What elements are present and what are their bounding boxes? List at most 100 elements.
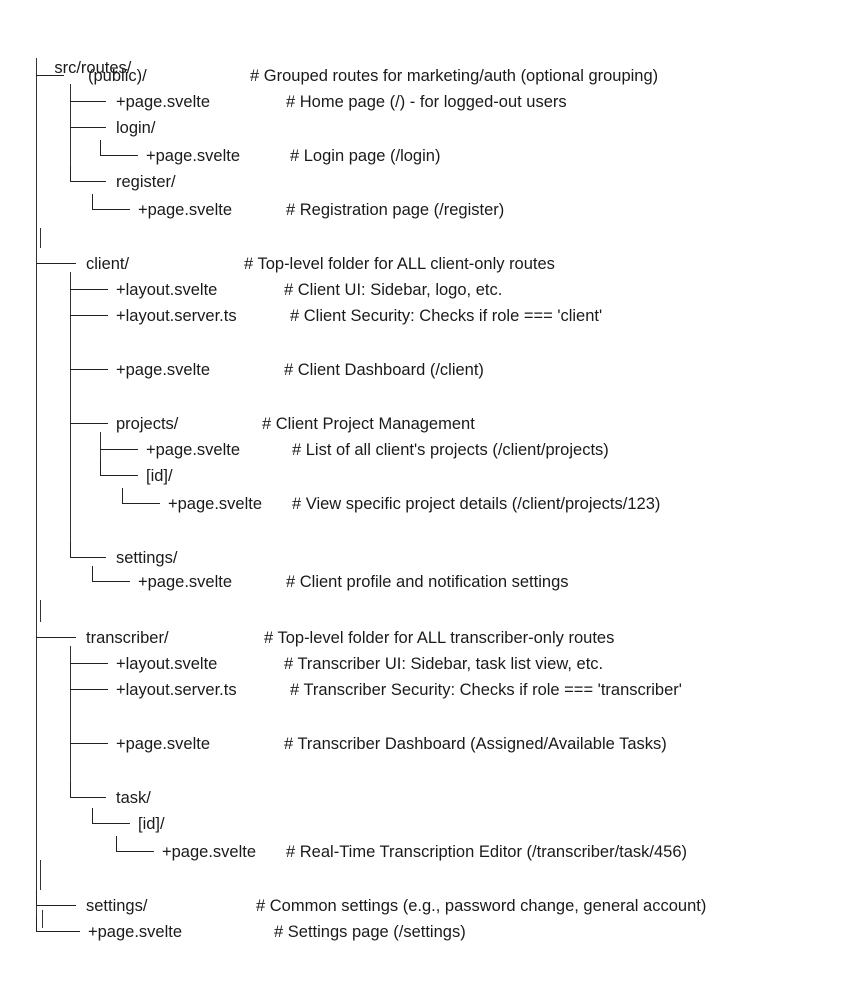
tree-branch-connector — [36, 75, 64, 77]
tree-corner-connector — [70, 782, 72, 798]
tree-guide-stub — [40, 228, 42, 248]
tree-entry-comment: # Common settings (e.g., password change… — [256, 897, 707, 915]
tree-entry: +page.svelte # Client profile and notific… — [0, 566, 847, 594]
tree-entry-comment: # Client Project Management — [262, 415, 475, 433]
tree-entry-name: client/ — [86, 255, 130, 273]
tree-branch-connector — [100, 449, 138, 451]
tree-entry-comment: # Grouped routes for marketing/auth (opt… — [250, 67, 659, 85]
tree-entry-name: (public)/ — [88, 67, 147, 85]
tree-guide-line — [70, 84, 72, 178]
tree-entry-name: +layout.svelte — [116, 655, 218, 673]
tree-corner-connector — [100, 460, 102, 476]
tree-entry-name: +layout.server.ts — [116, 681, 237, 699]
tree-corner-connector — [92, 194, 94, 210]
tree-entry-comment: # Settings page (/settings) — [274, 923, 466, 941]
tree-entry-comment: # Real-Time Transcription Editor (/trans… — [286, 843, 688, 861]
tree-entry-comment: # Client profile and notification settin… — [286, 573, 569, 591]
tree-entry-name: +page.svelte — [116, 735, 211, 753]
tree-entry-name: settings/ — [116, 549, 178, 567]
tree-entry: task/ — [0, 782, 847, 810]
tree-entry: +page.svelte# List of all client's proje… — [0, 440, 847, 462]
tree-entry-comment: # Home page (/) - for logged-out users — [286, 93, 567, 111]
tree-entry: client/ # Top-level folder for ALL client… — [0, 254, 847, 276]
tree-entry: +page.svelte # Login page (/login) — [0, 140, 847, 168]
tree-entry-comment: # Transcriber UI: Sidebar, task list vie… — [284, 655, 604, 673]
tree-entry: [id]/ — [0, 460, 847, 488]
tree-branch-connector — [116, 851, 154, 853]
tree-branch-connector — [122, 503, 160, 505]
tree-guide-line — [100, 432, 102, 472]
tree-entry-comment: # Transcriber Dashboard (Assigned/Availa… — [284, 735, 667, 753]
tree-guide-stub — [36, 902, 38, 925]
tree-entry: login/ — [0, 118, 847, 140]
tree-entry-name: [id]/ — [146, 467, 173, 485]
tree-entry-name: +page.svelte — [138, 573, 233, 591]
tree-entry: [id]/ — [0, 808, 847, 836]
tree-branch-connector — [70, 181, 106, 183]
tree-corner-connector — [70, 166, 72, 182]
tree-entry-comment: # Login page (/login) — [290, 147, 441, 165]
tree-guide-line — [36, 58, 38, 903]
tree-entry-comment: # Top-level folder for ALL transcriber-o… — [264, 629, 615, 647]
tree-branch-connector — [92, 581, 130, 583]
tree-branch-connector — [92, 823, 130, 825]
tree-entry: +layout.server.ts# Client Security: Chec… — [0, 306, 847, 328]
tree-entry-name: login/ — [116, 119, 156, 137]
tree-entry: +page.svelte # Settings page (/settings) — [0, 916, 847, 944]
tree-entry: +page.svelte# Home page (/) - for logged… — [0, 92, 847, 114]
tree-entry-name: +layout.svelte — [116, 281, 218, 299]
tree-entry: +layout.server.ts # Transcriber Security:… — [0, 680, 847, 702]
tree-entry-name: register/ — [116, 173, 176, 191]
tree-guide-stub — [40, 860, 42, 890]
tree-entry-comment: # Registration page (/register) — [286, 201, 505, 219]
tree-entry-name: task/ — [116, 789, 151, 807]
tree-entry: +page.svelte # Real-Time Transcription Ed… — [0, 836, 847, 864]
tree-entry: +layout.svelte # Transcriber UI: Sidebar,… — [0, 654, 847, 676]
tree-corner-connector — [100, 140, 102, 156]
tree-branch-connector — [70, 557, 106, 559]
tree-guide-line — [70, 646, 72, 794]
tree-guide-stub — [42, 910, 44, 928]
tree-entry-name: +page.svelte — [162, 843, 257, 861]
tree-entry: +page.svelte # Registration page (/regist… — [0, 194, 847, 222]
tree-entry-name: +page.svelte — [146, 147, 241, 165]
tree-entry: settings/ — [0, 542, 847, 570]
tree-branch-connector — [70, 663, 108, 665]
tree-branch-connector — [36, 931, 80, 933]
tree-entry-name: +page.svelte — [88, 923, 183, 941]
tree-entry: settings/# Common settings (e.g., passwo… — [0, 890, 847, 918]
tree-branch-connector — [36, 637, 76, 639]
tree-corner-connector — [70, 542, 72, 558]
tree-root: src/routes/ — [36, 38, 131, 98]
tree-entry-comment: # Transcriber Security: Checks if role =… — [290, 681, 682, 699]
tree-branch-connector — [70, 743, 108, 745]
tree-entry-comment: # Client UI: Sidebar, logo, etc. — [284, 281, 503, 299]
tree-corner-connector — [36, 916, 38, 932]
root-folder-label: src/routes/ — [54, 59, 132, 77]
tree-entry: +page.svelte # Transcriber Dashboard (Ass… — [0, 734, 847, 756]
tree-branch-connector — [36, 263, 76, 265]
tree-entry-name: +page.svelte — [146, 441, 241, 459]
tree-entry: +page.svelte# View specific project deta… — [0, 488, 847, 516]
tree-corner-connector — [116, 836, 118, 852]
tree-branch-connector — [70, 289, 108, 291]
tree-entry-name: projects/ — [116, 415, 179, 433]
tree-branch-connector — [70, 423, 108, 425]
tree-entry-comment: # Client Security: Checks if role === 'c… — [290, 307, 603, 325]
tree-entry: register/ — [0, 166, 847, 194]
tree-entry-name: transcriber/ — [86, 629, 169, 647]
tree-corner-connector — [92, 566, 94, 582]
tree-entry-name: +page.svelte — [168, 495, 263, 513]
tree-entry-name: +page.svelte — [138, 201, 233, 219]
tree-entry: transcriber/ # Top-level folder for ALL t… — [0, 628, 847, 650]
tree-entry: +page.svelte# Client Dashboard (/client) — [0, 360, 847, 382]
tree-branch-connector — [92, 209, 130, 211]
tree-corner-connector — [36, 890, 38, 906]
tree-branch-connector — [70, 127, 106, 129]
tree-branch-connector — [70, 315, 108, 317]
tree-entry: projects/ # Client Project Management — [0, 414, 847, 436]
tree-entry-comment: # Top-level folder for ALL client-only r… — [244, 255, 555, 273]
tree-branch-connector — [100, 475, 138, 477]
tree-corner-connector — [92, 808, 94, 824]
